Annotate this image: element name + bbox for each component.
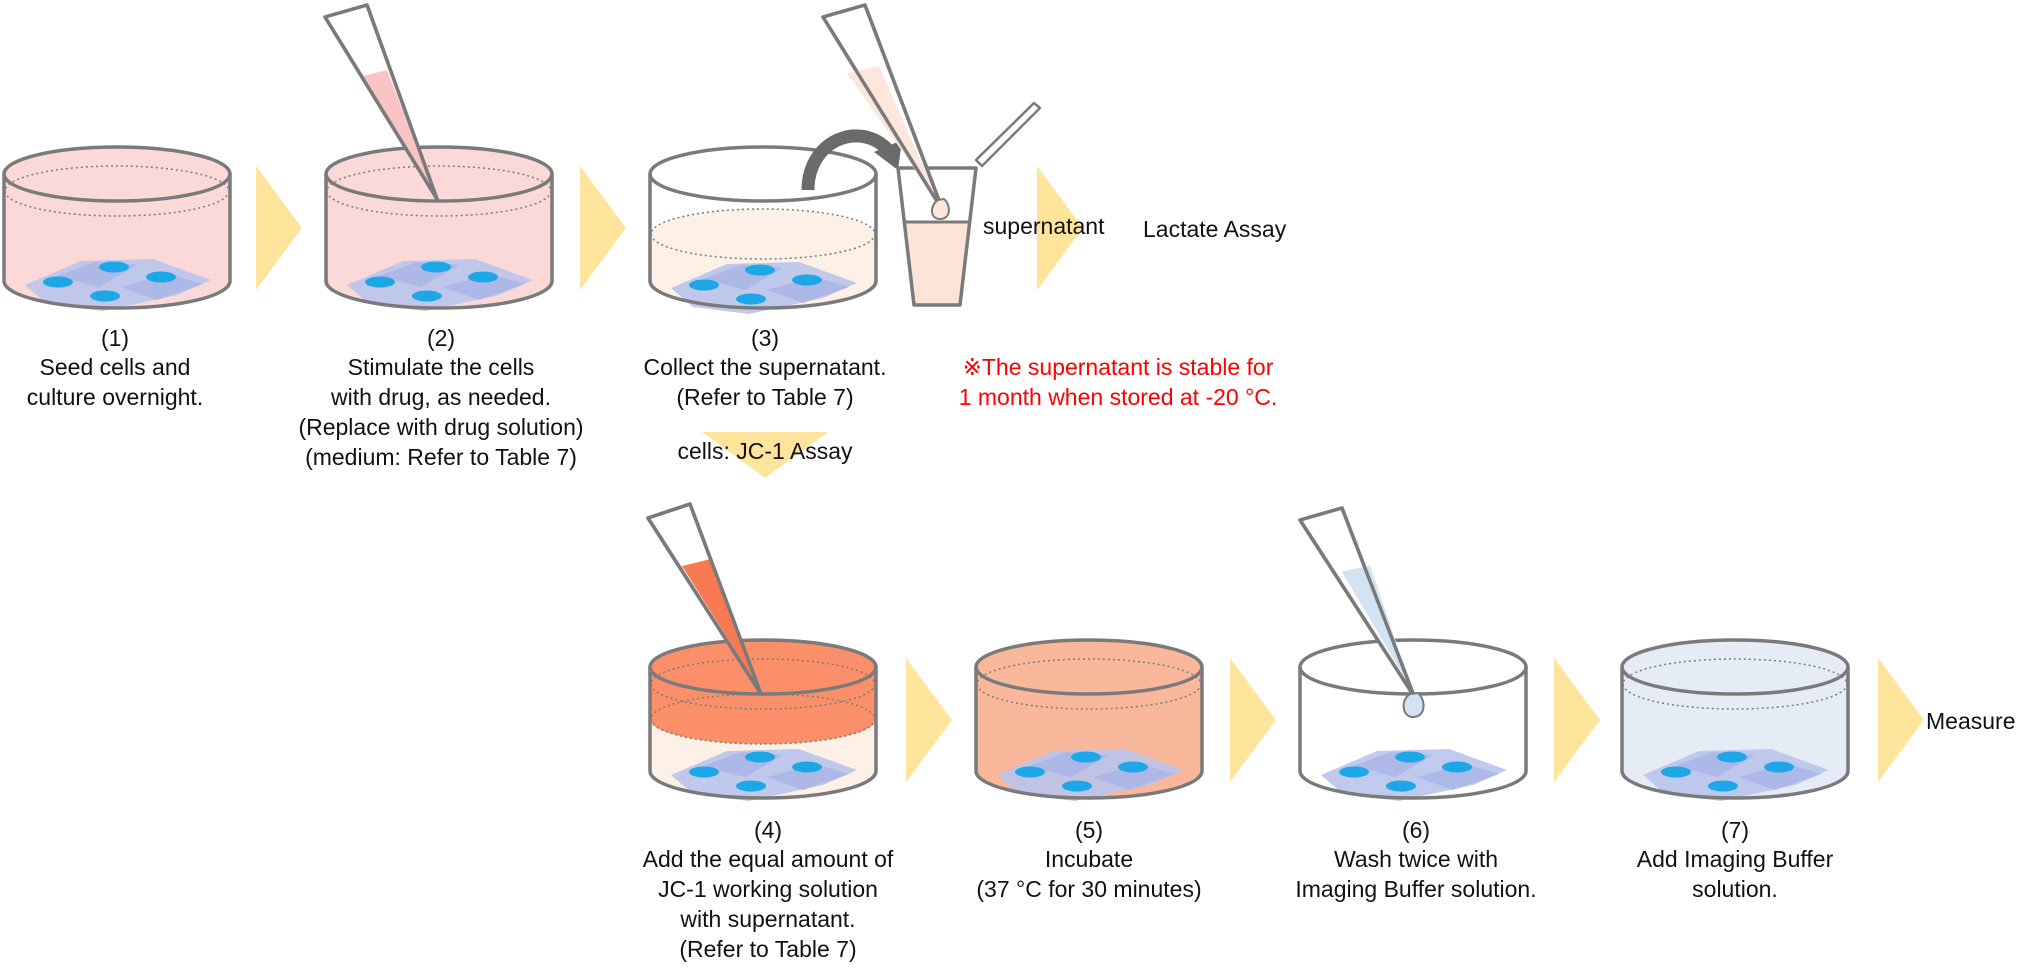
step-number: (3) <box>751 325 779 351</box>
step-text-line: (Refer to Table 7) <box>676 384 853 410</box>
collection-tube <box>896 166 978 307</box>
measure-label: Measure <box>1926 708 2015 734</box>
flow-arrow-measure <box>1878 658 1924 782</box>
step-text-line: Imaging Buffer solution. <box>1295 876 1536 902</box>
flow-arrow-down-cells <box>702 432 828 478</box>
step-text-line: (Replace with drug solution) <box>298 414 583 440</box>
step-text-line: culture overnight. <box>27 384 203 410</box>
step-text-line: Wash twice with <box>1334 846 1498 872</box>
dish-step-5 <box>974 638 1204 801</box>
lactate-assay-label: Lactate Assay <box>1143 216 1287 242</box>
dish-step-6 <box>1298 638 1528 801</box>
flow-arrow-2-3 <box>580 166 626 290</box>
note-line: ※The supernatant is stable for <box>963 354 1274 380</box>
cells-jc1-assay-label: cells: JC-1 Assay <box>677 438 853 464</box>
curved-transfer-arrow <box>801 129 902 191</box>
step-text-line: solution. <box>1692 876 1778 902</box>
step-number: (4) <box>754 817 782 843</box>
flow-arrow-1-2 <box>256 166 302 290</box>
step-label-4: (4) Add the equal amount of JC-1 working… <box>643 817 894 962</box>
flow-arrow-4-5 <box>906 658 952 782</box>
pipette-wash <box>1298 506 1425 718</box>
step-text-line: Add the equal amount of <box>643 846 894 872</box>
supernatant-label: supernatant <box>983 213 1105 239</box>
step-text-line: (medium: Refer to Table 7) <box>305 444 577 470</box>
step-label-5: (5) Incubate (37 °C for 30 minutes) <box>976 817 1201 902</box>
step-number: (7) <box>1721 817 1749 843</box>
step-label-6: (6) Wash twice with Imaging Buffer solut… <box>1295 817 1536 902</box>
step-text-line: JC-1 working solution <box>658 876 878 902</box>
stability-note: ※The supernatant is stable for 1 month w… <box>959 354 1278 410</box>
step-label-2: (2) Stimulate the cells with drug, as ne… <box>298 325 583 470</box>
step-number: (1) <box>101 325 129 351</box>
dish-step-3 <box>648 145 878 314</box>
note-line: 1 month when stored at -20 °C. <box>959 384 1278 410</box>
step-text-line: with supernatant. <box>679 906 855 932</box>
step-number: (6) <box>1402 817 1430 843</box>
step-label-3: (3) Collect the supernatant. (Refer to T… <box>644 325 887 410</box>
dish-step-4 <box>648 638 878 801</box>
flow-arrow-supernatant <box>1037 166 1083 290</box>
step-text-line: Incubate <box>1045 846 1133 872</box>
pipette-collect <box>821 3 950 220</box>
flow-arrow-5-6 <box>1230 658 1276 782</box>
dish-step-1 <box>2 145 232 311</box>
step-text-line: (Refer to Table 7) <box>679 936 856 962</box>
step-text-line: Seed cells and <box>40 354 191 380</box>
step-text-line: with drug, as needed. <box>330 384 551 410</box>
step-text-line: Collect the supernatant. <box>644 354 887 380</box>
pipette-jc1 <box>646 502 763 696</box>
step-text-line: Stimulate the cells <box>348 354 535 380</box>
dish-step-7 <box>1620 638 1850 801</box>
flow-arrow-6-7 <box>1554 658 1600 782</box>
step-number: (2) <box>427 325 455 351</box>
step-label-1: (1) Seed cells and culture overnight. <box>27 325 203 410</box>
tube-rod <box>974 101 1042 168</box>
pipette-drug <box>323 3 439 201</box>
step-number: (5) <box>1075 817 1103 843</box>
step-text-line: Add Imaging Buffer <box>1637 846 1834 872</box>
dish-step-2 <box>324 145 554 311</box>
step-label-7: (7) Add Imaging Buffer solution. <box>1637 817 1834 902</box>
step-text-line: (37 °C for 30 minutes) <box>976 876 1201 902</box>
